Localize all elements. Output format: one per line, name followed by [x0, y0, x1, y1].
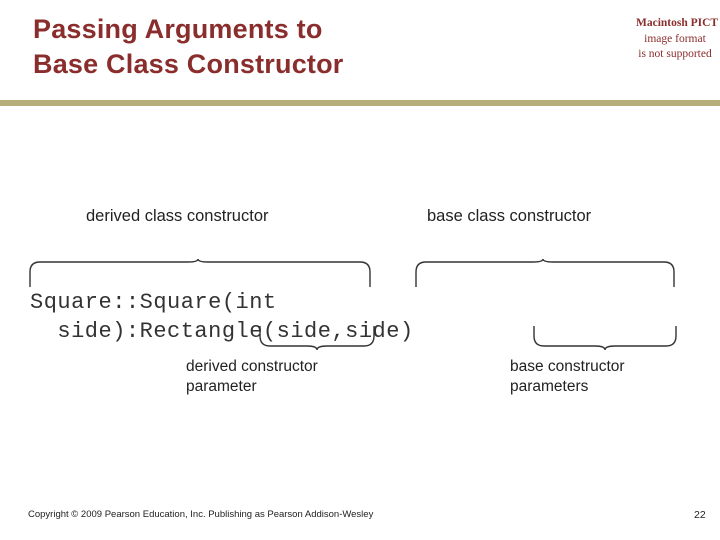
annotation-base-line-1: base constructor: [510, 358, 625, 375]
title-divider-bar: [0, 100, 720, 106]
page-title: Passing Arguments to Base Class Construc…: [33, 12, 503, 82]
annotation-base-constructor-parameters: base constructor parameters: [510, 357, 625, 398]
pict-placeholder-line-2: image format: [644, 32, 706, 45]
code-block: Square::Square(int side):Rectangle(side,…: [30, 288, 670, 347]
annotation-derived-line-1: derived constructor: [186, 358, 318, 375]
brace-derived-bottom: [259, 326, 375, 351]
brace-base-top: [415, 258, 675, 287]
label-base-class-constructor: base class constructor: [427, 207, 592, 225]
annotation-derived-line-2: parameter: [186, 378, 257, 396]
code-line-1: Square::Square(int: [30, 290, 277, 315]
footer-copyright: Copyright © 2009 Pearson Education, Inc.…: [28, 509, 374, 520]
annotation-base-line-2: parameters: [510, 378, 589, 396]
pict-placeholder: Macintosh PICT image format is not suppo…: [636, 16, 719, 78]
brace-base-bottom: [533, 326, 677, 351]
code-line-2: side):Rectangle(side,side): [30, 319, 414, 345]
footer-page-number: 22: [694, 509, 706, 521]
page-title-line-1: Passing Arguments to: [33, 14, 323, 44]
pict-placeholder-line-1: Macintosh PICT: [636, 17, 719, 29]
pict-placeholder-line-3: is not supported: [638, 48, 712, 61]
brace-derived-top: [29, 258, 371, 287]
annotation-derived-constructor-parameter: derived constructor parameter: [186, 357, 318, 398]
label-derived-class-constructor: derived class constructor: [86, 207, 269, 225]
page-title-line-2: Base Class Constructor: [33, 49, 344, 80]
